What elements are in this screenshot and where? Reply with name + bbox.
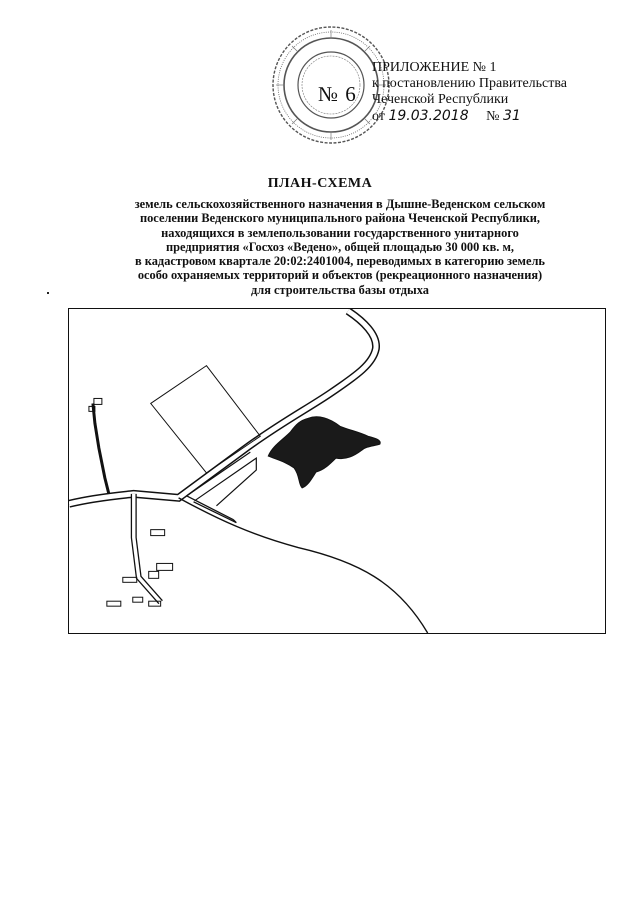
building <box>148 600 162 607</box>
building <box>150 529 166 537</box>
round-stamp <box>272 26 390 144</box>
number-prefix: № <box>486 109 500 124</box>
description-line: земель сельскохозяйственного назначения … <box>134 197 546 211</box>
building <box>132 596 144 603</box>
building <box>106 600 122 607</box>
branch-road-lower <box>178 497 429 633</box>
main-road <box>69 309 380 508</box>
land-parcel <box>149 364 261 474</box>
target-area <box>267 416 381 489</box>
document-description: земель сельскохозяйственного назначения … <box>60 197 620 297</box>
appendix-header: ПРИЛОЖЕНИЕ № 1 к постановлению Правитель… <box>372 60 567 125</box>
building <box>88 405 96 412</box>
appendix-line-3: Чеченской Республики <box>372 92 509 107</box>
number-value: 31 <box>502 108 521 124</box>
plan-map <box>68 308 606 634</box>
appendix-date-line: от 19.03.2018 № 31 <box>372 108 567 125</box>
description-line: для строительства базы отдыха <box>251 282 429 297</box>
document-title: ПЛАН-СХЕМА <box>267 176 373 191</box>
building <box>122 576 138 583</box>
building <box>148 570 160 579</box>
left-lane <box>91 403 111 495</box>
branch-road-strip <box>186 495 237 524</box>
appendix-title: ПРИЛОЖЕНИЕ № 1 <box>372 60 497 75</box>
description-line: в кадастровом квартале 20:02:2401004, пе… <box>135 254 545 269</box>
description-line: находящихся в землепользовании государст… <box>161 225 519 240</box>
date-prefix: от <box>372 109 385 124</box>
building <box>156 562 174 571</box>
scan-speck <box>47 292 49 294</box>
description-line: предприятия «Госхоз «Ведено», общей площ… <box>166 239 514 254</box>
date-value: 19.03.2018 <box>388 108 469 124</box>
description-line: поселении Веденского муниципального райо… <box>139 211 541 226</box>
stamp-number: № 6 <box>318 82 357 106</box>
building <box>93 397 103 405</box>
description-line: особо охраняемых территорий и объектов (… <box>137 268 543 283</box>
appendix-line-2: к постановлению Правительства <box>372 76 568 91</box>
